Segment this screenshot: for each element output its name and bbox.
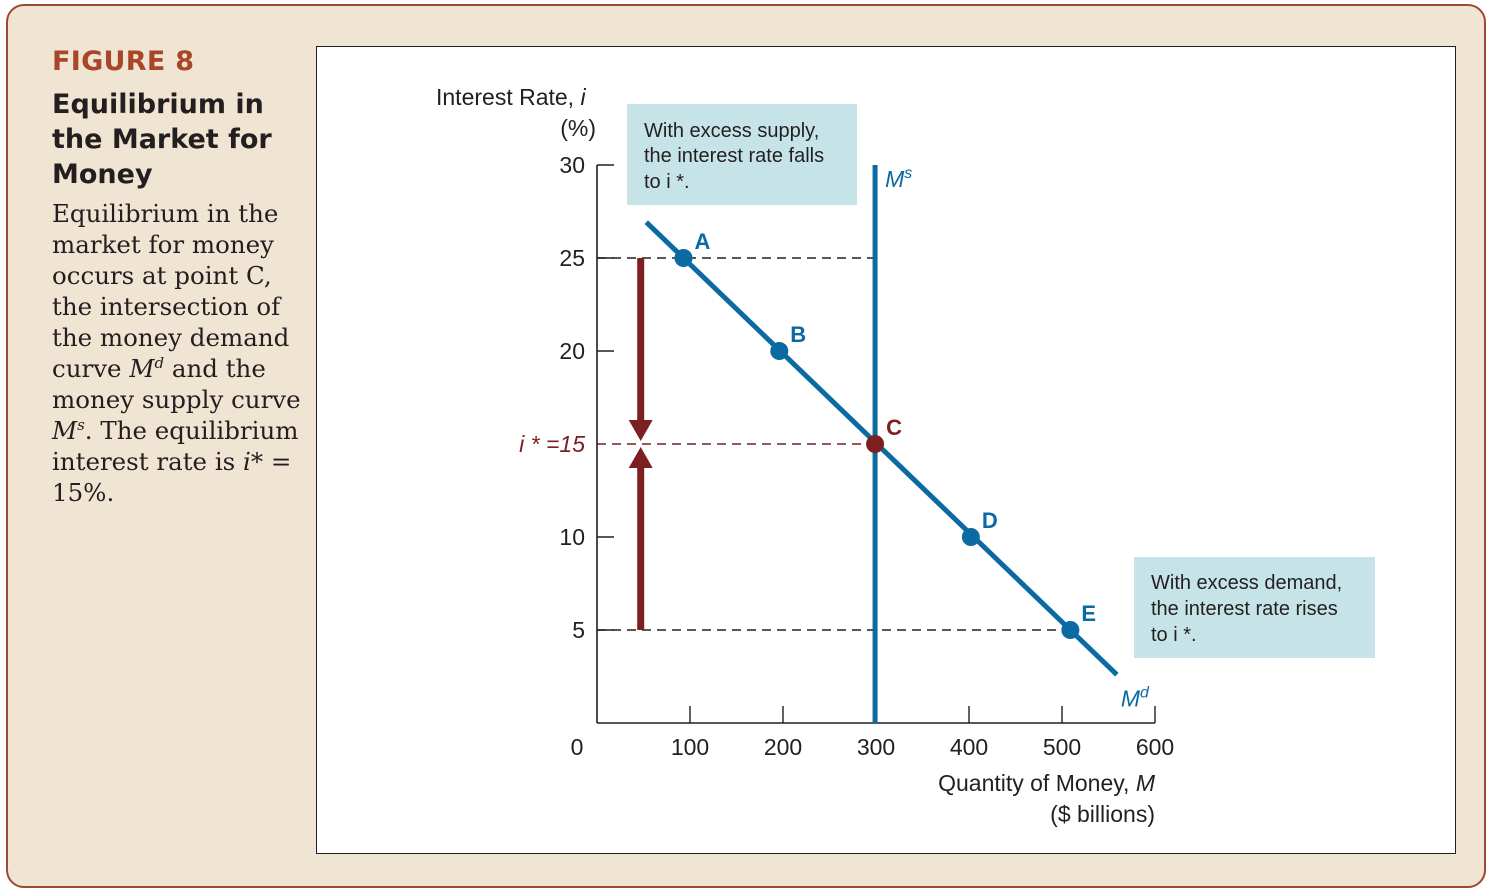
x-axis-unit: ($ billions) — [1050, 801, 1155, 827]
excess-supply-callout — [627, 104, 857, 205]
desc-text-1: Equilibrium in the market for money occu… — [52, 199, 290, 383]
desc-text-4: = 15%. — [52, 447, 292, 507]
point-label-e: E — [1081, 601, 1096, 626]
point-label-c: C — [886, 415, 902, 440]
excess-demand-line-2: the interest rate rises — [1151, 598, 1338, 620]
excess-supply-arrowhead — [628, 420, 653, 441]
figure-label: FIGURE 8 — [52, 46, 195, 77]
point-label-d: D — [982, 508, 998, 533]
y-tick-label: 10 — [559, 524, 585, 550]
y-axis-title: Interest Rate, i — [436, 84, 586, 110]
desc-text-2: and the money supply curve — [52, 354, 301, 414]
x-tick-label: 100 — [671, 734, 709, 760]
excess-supply-line-1: With excess supply, — [644, 120, 819, 142]
y-tick-label: 5 — [572, 617, 585, 643]
y-tick-label: 20 — [559, 338, 585, 364]
x-tick-label: 200 — [764, 734, 802, 760]
desc-istar: i* — [243, 447, 264, 476]
money-supply-label: Ms — [885, 165, 912, 192]
point-e — [1061, 621, 1080, 639]
figure-description: Equilibrium in the market for money occu… — [52, 198, 317, 508]
x-tick-label: 400 — [950, 734, 988, 760]
desc-md: Md — [129, 353, 165, 383]
y-tick-label: 30 — [559, 152, 585, 178]
excess-demand-arrowhead — [628, 447, 653, 468]
figure-title: Equilibrium in the Market for Money — [52, 89, 272, 190]
money-demand-label: Md — [1121, 685, 1150, 712]
excess-demand-callout — [1134, 557, 1375, 658]
point-label-a: A — [694, 229, 710, 254]
excess-supply-line-2: the interest rate falls — [644, 145, 824, 167]
y-tick-label: 25 — [559, 245, 585, 271]
figure-caption: FIGURE 8 Equilibrium in the Market for M… — [52, 46, 317, 508]
y-axis-unit: (%) — [560, 115, 596, 141]
point-b — [770, 342, 789, 360]
excess-demand-line-1: With excess demand, — [1151, 572, 1342, 594]
desc-text-3: . The equilibrium interest rate is — [52, 416, 299, 476]
x-axis-title: Quantity of Money, M — [938, 770, 1156, 796]
excess-demand-line-3: to i *. — [1151, 624, 1197, 646]
point-label-b: B — [790, 322, 806, 347]
x-tick-label: 600 — [1136, 734, 1174, 760]
x-tick-label: 500 — [1043, 734, 1081, 760]
x-tick-label: 300 — [857, 734, 895, 760]
point-a — [674, 249, 693, 267]
point-c — [866, 435, 885, 453]
origin-label: 0 — [571, 734, 584, 760]
desc-ms: Ms — [52, 415, 85, 445]
istar-label: i * =15 — [519, 431, 585, 457]
point-d — [961, 528, 980, 546]
excess-supply-line-3: to i *. — [644, 171, 690, 193]
